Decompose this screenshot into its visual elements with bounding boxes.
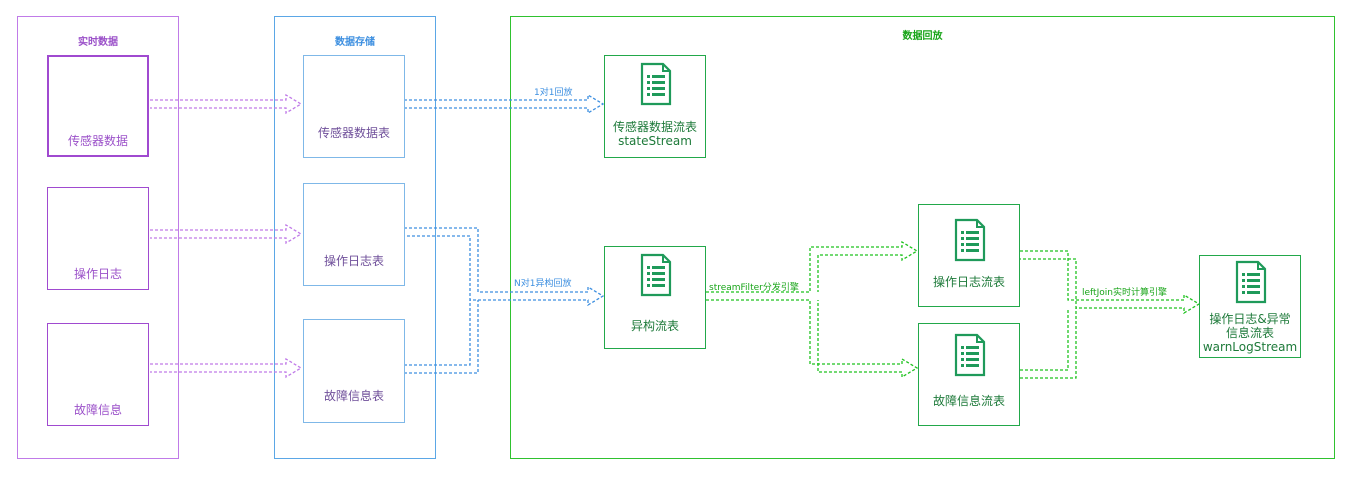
node-fault-stream-label: 故障信息流表: [932, 394, 1005, 408]
node-warn-stream-label-1: 操作日志&异常: [1209, 312, 1291, 326]
edge-label-left-join: leftJoin实时计算引擎: [1082, 288, 1167, 298]
node-op-log-table-label: 操作日志表: [323, 254, 384, 268]
node-warn-stream-name: warnLogStream: [1202, 340, 1298, 354]
node-sensor-table-label: 传感器数据表: [317, 126, 390, 140]
document-icon: [640, 253, 672, 297]
arrow-sensor-to-table: [150, 93, 303, 115]
node-fault-info[interactable]: 故障信息: [47, 323, 149, 426]
node-sensor-data[interactable]: 传感器数据: [47, 55, 149, 157]
document-icon: [1235, 260, 1267, 304]
node-fault-info-label: 故障信息: [73, 403, 122, 417]
node-op-log[interactable]: 操作日志: [47, 187, 149, 290]
node-state-stream[interactable]: 传感器数据流表 stateStream: [604, 55, 706, 158]
arrow-leftjoin-merge: [1020, 250, 1201, 379]
arrow-filter-split: [706, 240, 919, 379]
arrow-sensor-table-to-statestream: [404, 93, 605, 115]
node-fault-stream[interactable]: 故障信息流表: [918, 323, 1020, 426]
document-icon: [954, 333, 986, 377]
node-op-log-label: 操作日志: [73, 267, 122, 281]
group-replay-title: 数据回放: [902, 31, 943, 42]
edge-label-n-to-one: N对1异构回放: [514, 279, 572, 289]
node-fault-table[interactable]: 故障信息表: [303, 319, 405, 423]
node-warn-stream-label-2: 信息流表: [1225, 326, 1274, 340]
group-replay: 数据回放: [510, 16, 1335, 459]
arrow-merge-to-hetero: [404, 227, 605, 374]
edge-label-stream-filter: streamFilter分发引擎: [709, 283, 799, 293]
node-warn-stream[interactable]: 操作日志&异常 信息流表 warnLogStream: [1199, 255, 1301, 358]
node-sensor-data-label: 传感器数据: [67, 134, 128, 148]
node-op-log-stream[interactable]: 操作日志流表: [918, 204, 1020, 307]
node-op-log-table[interactable]: 操作日志表: [303, 183, 405, 286]
node-fault-table-label: 故障信息表: [323, 389, 384, 403]
node-sensor-table[interactable]: 传感器数据表: [303, 55, 405, 158]
group-realtime: 实时数据: [17, 16, 179, 459]
node-hetero-stream-label: 异构流表: [630, 319, 679, 333]
node-state-stream-label: 传感器数据流表: [612, 120, 697, 134]
arrow-oplog-to-table: [150, 223, 303, 245]
group-realtime-title: 实时数据: [78, 37, 118, 48]
node-hetero-stream[interactable]: 异构流表: [604, 246, 706, 349]
arrow-fault-to-table: [150, 357, 303, 379]
edge-label-one-to-one: 1对1回放: [534, 88, 573, 98]
node-state-stream-name: stateStream: [618, 134, 692, 148]
document-icon: [640, 62, 672, 106]
node-op-log-stream-label: 操作日志流表: [932, 275, 1005, 289]
group-storage-title: 数据存储: [335, 37, 375, 48]
document-icon: [954, 218, 986, 262]
